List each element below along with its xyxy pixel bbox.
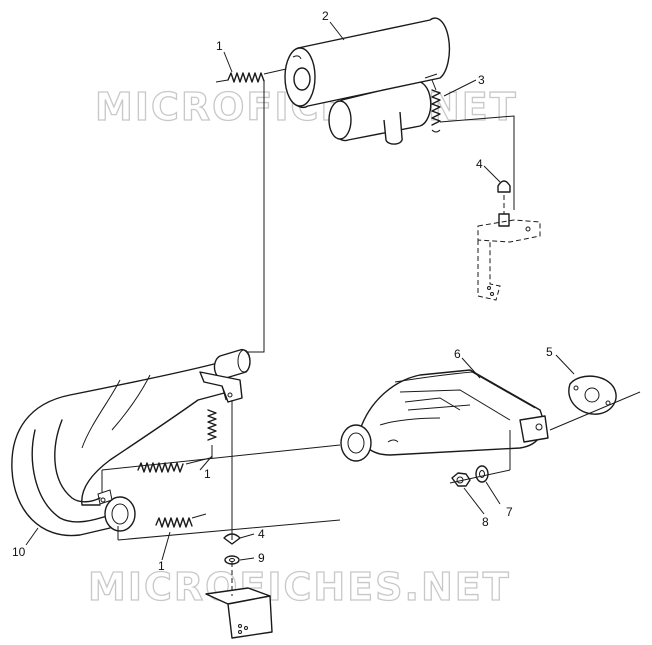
bracket-lower xyxy=(205,587,273,639)
callout-5: 5 xyxy=(546,345,553,359)
grommet-top xyxy=(497,180,511,227)
callout-1-top: 1 xyxy=(216,39,223,53)
bracket-top-right xyxy=(477,219,541,301)
callout-2: 2 xyxy=(322,9,329,23)
callout-9: 9 xyxy=(258,551,265,565)
callout-3: 3 xyxy=(478,73,485,87)
exhaust-pipe xyxy=(11,348,251,537)
spring-right xyxy=(431,79,441,133)
exhaust-manifold xyxy=(340,369,549,462)
callout-8: 8 xyxy=(482,515,489,529)
muffler xyxy=(284,17,451,145)
callout-1-mid: 1 xyxy=(204,467,211,481)
assembly-lines xyxy=(101,80,641,596)
callout-4-top: 4 xyxy=(476,157,483,171)
callout-leaders xyxy=(25,21,575,561)
callout-7: 7 xyxy=(506,505,513,519)
callout-6: 6 xyxy=(454,347,461,361)
callout-4-low: 4 xyxy=(258,527,265,541)
spring-top-left xyxy=(215,68,287,83)
watermark-bottom: MICROFICHES.NET xyxy=(88,565,511,609)
spring-lower xyxy=(155,513,207,528)
spring-vertical xyxy=(207,409,217,458)
washer xyxy=(475,465,489,483)
gasket xyxy=(568,375,617,415)
callout-1-low: 1 xyxy=(158,559,165,573)
callout-10: 10 xyxy=(12,545,26,559)
